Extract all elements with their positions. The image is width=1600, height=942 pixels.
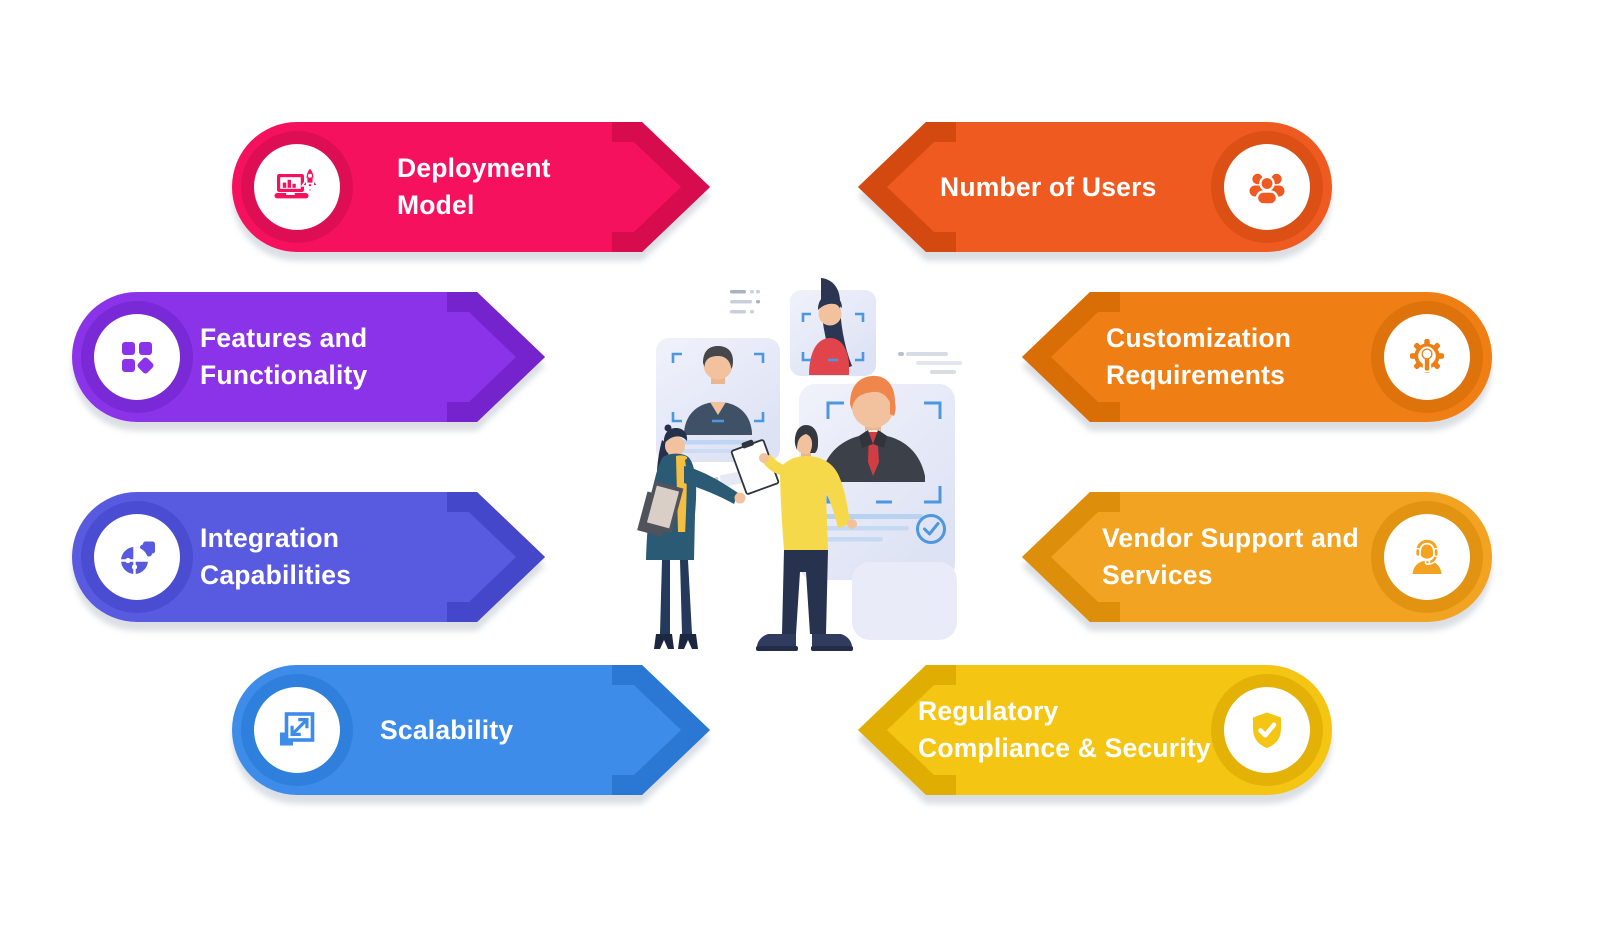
label-line: Compliance & Security [918,733,1211,763]
banner-shape [858,122,1332,252]
headset-support-icon [1412,537,1442,574]
banner-shape [232,122,710,252]
list-lines-icon [730,290,760,314]
banner-shape [72,292,545,422]
label-line: Vendor Support and [1102,523,1359,553]
banner-shape [1022,492,1492,622]
shield-check-icon [1253,712,1281,748]
banner-scalability: Scalability [232,665,710,795]
banner-shape [1022,292,1492,422]
label-line: Capabilities [200,560,352,590]
banner-features-functionality: Features and Functionality [72,292,545,422]
banner-number-of-users: Number of Users [858,122,1332,252]
label-line: Requirements [1106,360,1286,390]
tablet [730,439,780,495]
banner-label: Scalability [380,665,513,795]
banner-label: Integration Capabilities [200,492,351,622]
profile-card-woman [790,278,876,376]
label-line: Model [397,190,475,220]
label-line: Customization [1106,323,1292,353]
hr-manager-man [730,425,857,651]
label-line: Features and [200,323,368,353]
banner-label: Deployment Model [397,122,551,252]
banner-label: Regulatory Compliance & Security [918,665,1211,795]
gear-wrench-icon [1410,339,1444,373]
banner-shape [858,665,1332,795]
banner-label: Number of Users [940,122,1157,252]
users-group-icon [1249,173,1285,206]
banner-label: Features and Functionality [200,292,368,422]
label-line: Scalability [380,714,514,745]
label-line: Regulatory [918,696,1059,726]
profile-card-man [656,338,780,462]
label-line: Services [1102,560,1213,590]
label-line: Deployment [397,153,551,183]
banner-integration-capabilities: Integration Capabilities [72,492,545,622]
label-line: Functionality [200,360,368,390]
banner-vendor-support-services: Vendor Support and Services [1022,492,1492,622]
label-line: Integration [200,523,340,553]
laptop-rocket-icon [274,166,320,199]
banner-deployment-model: Deployment Model [232,122,710,252]
banner-regulatory-compliance-security: Regulatory Compliance & Security [858,665,1332,795]
banner-shape [232,665,710,795]
banner-shape [72,492,545,622]
speed-lines [898,352,962,374]
app-grid-icon [122,342,154,374]
banner-label: Vendor Support and Services [1102,492,1359,622]
label-line: Number of Users [940,171,1157,202]
puzzle-icon [121,541,155,574]
banner-customization-requirements: Customization Requirements [1022,292,1492,422]
check-circle-icon [916,514,946,544]
recruiter-woman [637,424,746,649]
clipboard [637,480,684,537]
expand-icon [280,712,315,746]
hiring-illustration [637,278,962,651]
banner-label: Customization Requirements [1106,292,1291,422]
